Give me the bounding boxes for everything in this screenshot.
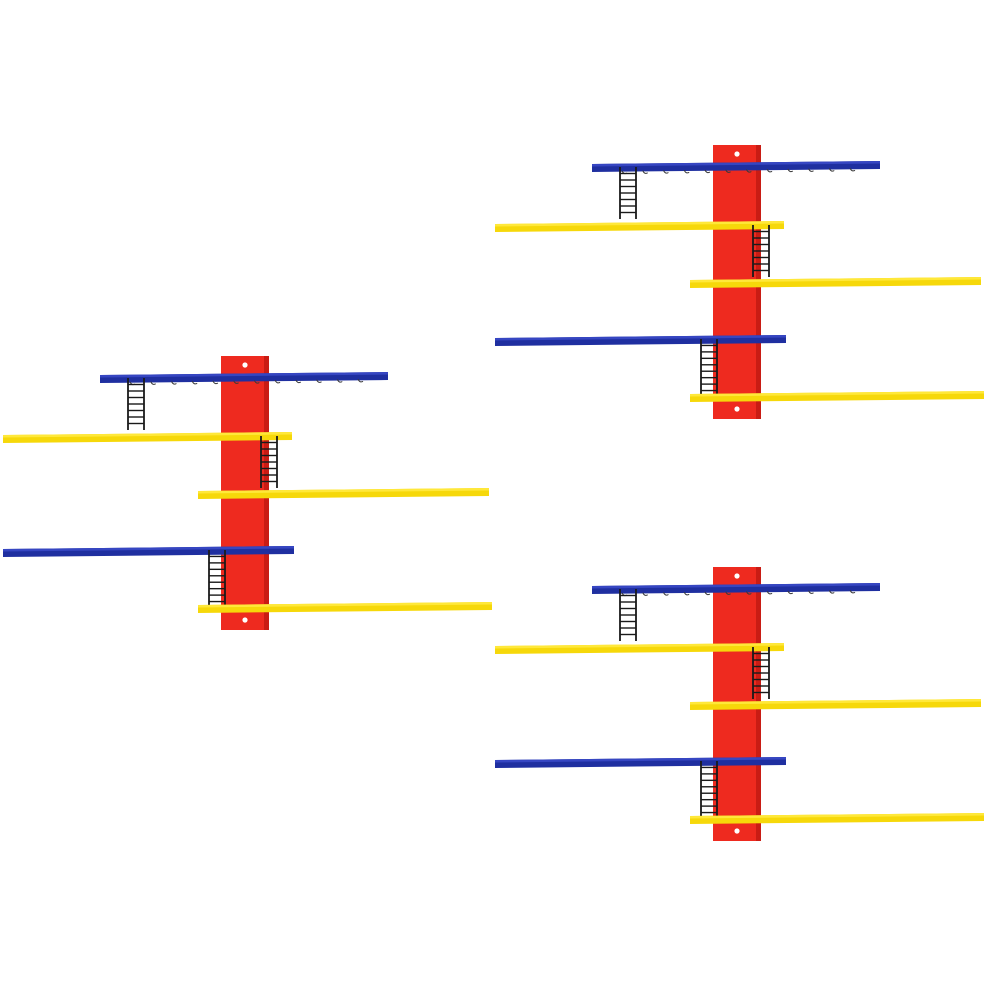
bottom-right-shelf-1-hook (745, 591, 752, 595)
top-right-shelf-2-yellow-top-edge (495, 221, 784, 227)
bottom-right-shelf-1-hook (787, 590, 794, 595)
shelf-unit-top-right (495, 145, 984, 419)
top-right-shelf-3-yellow-top-edge (690, 277, 981, 283)
bottom-right-ladder-2 (752, 647, 770, 699)
left-shelf-1-hook (253, 380, 260, 384)
left-shelf-4-blue-top-edge (3, 546, 294, 552)
bottom-right-shelf-3-yellow-top-edge (690, 699, 981, 705)
bottom-right-shelf-1-blue-top-edge (592, 583, 880, 589)
left-shelf-1-hook (316, 379, 322, 383)
bottom-right-screw-bottom (734, 828, 740, 834)
top-right-shelf-1-hook (663, 170, 669, 174)
bottom-right-shelf-5-yellow-top-edge (690, 813, 984, 819)
left-screw-bottom (242, 617, 248, 623)
bottom-right-shelf-1-hook (766, 591, 773, 595)
bottom-right-shelf-1-hook (663, 592, 669, 596)
left-shelf-1-hook (191, 381, 198, 385)
left-shelf-2-yellow-top-edge (3, 432, 292, 438)
top-right-shelf-4-blue-top-edge (495, 335, 786, 341)
left-shelf-1-hook (171, 381, 177, 385)
top-right-shelf-5-yellow-top-edge (690, 391, 984, 397)
top-right-ladder-2 (752, 225, 770, 277)
bottom-right-screw-top (734, 573, 740, 579)
top-right-shelf-1-hook (725, 169, 731, 173)
left-shelf-1-hook (295, 379, 302, 384)
left-shelf-3-yellow-top-edge (198, 488, 489, 494)
left-ladder-3 (208, 550, 226, 608)
bottom-right-shelf-1-hook (808, 590, 814, 594)
bottom-right-shelf-1-hook (683, 592, 690, 596)
top-right-shelf-1-hook (766, 169, 773, 173)
left-shelf-1-hook (212, 380, 219, 385)
top-right-screw-top (734, 151, 740, 157)
top-right-shelf-1-hook (808, 168, 814, 172)
bottom-right-shelf-2-yellow-top-edge (495, 643, 784, 649)
bottom-right-shelf-1-hook (828, 590, 835, 594)
bottom-right-ladder-3 (700, 761, 718, 819)
top-right-ladder-3 (700, 339, 718, 397)
top-right-ladder-1 (619, 167, 637, 219)
bottom-right-ladder-1 (619, 589, 637, 641)
left-screw-top (242, 362, 248, 368)
top-right-shelf-1-hook (787, 168, 794, 173)
bottom-right-shelf-1-hook (642, 592, 649, 596)
shelf-unit-bottom-right (495, 567, 984, 841)
left-shelf-1-hook (336, 379, 343, 383)
bottom-right-shelf-1-hook (725, 591, 731, 595)
top-right-shelf-1-hook (828, 168, 835, 172)
left-shelf-1-hook (274, 380, 281, 384)
left-ladder-2 (260, 436, 278, 488)
left-shelf-5-yellow-top-edge (198, 602, 492, 608)
left-shelf-1-hook (150, 381, 157, 385)
bottom-right-shelf-4-blue-top-edge (495, 757, 786, 763)
left-shelf-1-hook (233, 380, 239, 384)
left-shelf-1-hook (357, 379, 364, 383)
top-right-shelf-1-hook (683, 170, 690, 174)
shelf-unit-left (3, 356, 492, 630)
bottom-right-shelf-1-hook (849, 590, 856, 594)
top-right-screw-bottom (734, 406, 740, 412)
top-right-shelf-1-blue-top-edge (592, 161, 880, 167)
top-right-shelf-1-hook (849, 168, 856, 172)
top-right-shelf-1-hook (745, 169, 752, 173)
bottom-right-shelf-1-hook (704, 591, 711, 596)
top-right-shelf-1-hook (704, 169, 711, 174)
top-right-shelf-1-hook (642, 170, 649, 174)
left-ladder-1 (127, 378, 145, 430)
left-shelf-1-blue-top-edge (100, 372, 388, 378)
